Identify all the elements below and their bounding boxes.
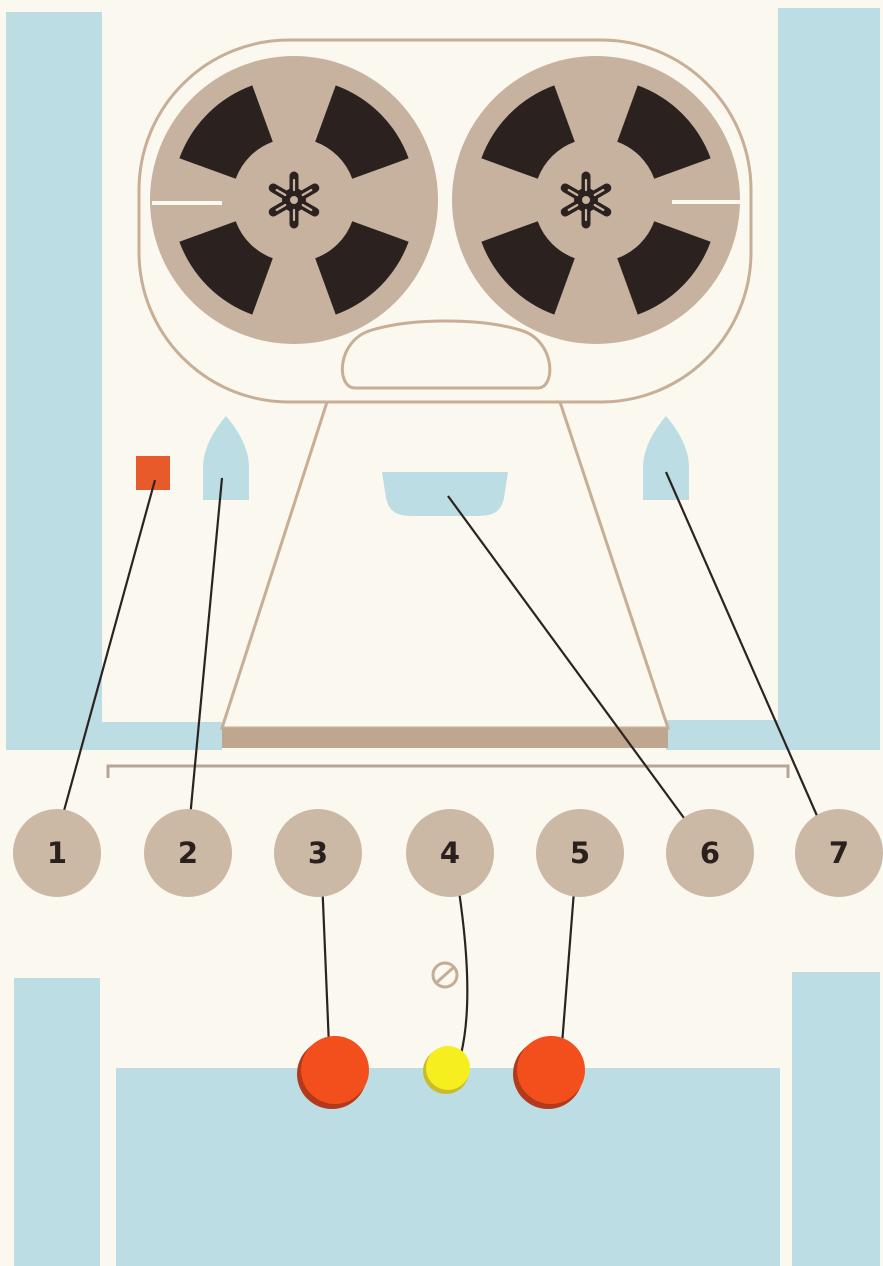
callout-label: 7 — [829, 836, 849, 870]
control-panel-base — [116, 1068, 780, 1266]
lower-left-panel — [14, 978, 100, 1266]
callout-7[interactable]: 7 — [795, 809, 883, 897]
tape-head-window[interactable] — [382, 472, 508, 516]
callout-label: 4 — [440, 836, 460, 870]
callout-label: 2 — [178, 836, 198, 870]
callout-1[interactable]: 1 — [13, 809, 101, 897]
upper-right-panel — [778, 8, 880, 750]
callout-5[interactable]: 5 — [536, 809, 624, 897]
callout-4[interactable]: 4 — [406, 809, 494, 897]
head-block-base-strip — [222, 728, 668, 748]
lower-right-panel — [792, 972, 880, 1266]
callout-label: 6 — [700, 836, 720, 870]
callout-2[interactable]: 2 — [144, 809, 232, 897]
capstan-cover — [342, 321, 549, 388]
upper-left-panel — [6, 12, 102, 750]
callout-label: 5 — [570, 836, 590, 870]
callout-3[interactable]: 3 — [274, 809, 362, 897]
callout-label: 1 — [47, 836, 67, 870]
upper-left-ledge — [102, 722, 222, 750]
callout-6[interactable]: 6 — [666, 809, 754, 897]
upper-right-ledge — [666, 720, 778, 750]
callout-label: 3 — [308, 836, 328, 870]
